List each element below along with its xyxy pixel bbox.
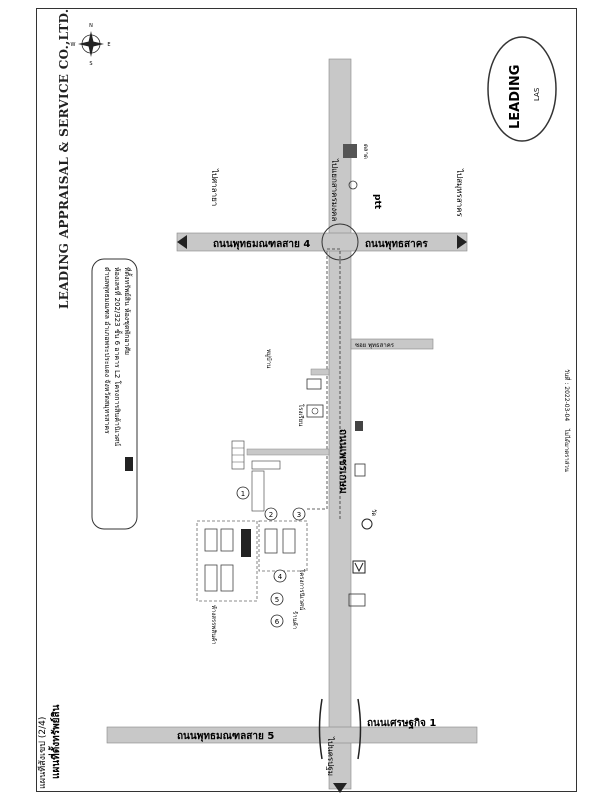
shop-icon (348, 593, 366, 607)
svg-text:ห้องเลขที่ 202/323 ชั้น 6 อาคา: ห้องเลขที่ 202/323 ชั้น 6 อาคาร L2 โครงก… (113, 267, 124, 446)
project-area (196, 520, 258, 602)
svg-text:โรงเรียน: โรงเรียน (297, 404, 305, 426)
legend-swatch (125, 457, 133, 471)
svg-text:ไปแยกสาครมงคล: ไปแยกสาครมงคล (330, 158, 339, 221)
svg-text:วัด: วัด (370, 509, 377, 516)
svg-text:ถนนพุทธมณฑลสาย 4: ถนนพุทธมณฑลสาย 4 (213, 239, 310, 250)
svg-text:ห้างสรรพสินค้า: ห้างสรรพสินค้า (210, 605, 217, 644)
svg-text:ptt: ptt (372, 194, 382, 210)
svg-text:แผนที่ตั้งทรัพย์สิน: แผนที่ตั้งทรัพย์สิน (48, 704, 62, 779)
landmark-box-2 (355, 421, 363, 431)
svg-text:2: 2 (269, 511, 273, 519)
landmark-box-1 (354, 463, 366, 477)
svg-text:ไปศาลายา: ไปศาลายา (210, 168, 219, 206)
svg-text:5: 5 (275, 596, 279, 604)
marker-4: 4 (273, 569, 287, 583)
arrow-right-upper (457, 235, 467, 249)
svg-text:ตลาด: ตลาด (362, 144, 369, 159)
map-sheet: LEADING APPRAISAL & SERVICE CO.,LTD. (36, 8, 577, 793)
soi-road (350, 338, 434, 350)
lower-cross-road (106, 726, 478, 744)
compass (78, 31, 104, 57)
marker-3: 3 (292, 507, 306, 521)
subject-property (241, 529, 251, 557)
ptt-station-icon (343, 144, 357, 158)
site-map: 1 2 3 4 5 6 (37, 23, 571, 793)
svg-text:LEADING: LEADING (508, 65, 523, 129)
svg-text:W: W (71, 42, 76, 48)
svg-text:ซอย พุทธสาคร: ซอย พุทธสาคร (355, 342, 395, 349)
svg-text:ถนนพุทธสาคร: ถนนพุทธสาคร (365, 239, 428, 250)
svg-text:LAS: LAS (533, 87, 541, 101)
svg-text:ถนนเศรษฐกิจ 1: ถนนเศรษฐกิจ 1 (367, 717, 436, 729)
svg-text:หมู่บ้าน: หมู่บ้าน (265, 349, 272, 368)
svg-text:ที่ตั้งทรัพย์สิน ห้องชุดพักอาศ: ที่ตั้งทรัพย์สิน ห้องชุดพักอาศัย (123, 267, 134, 355)
temple-icon (361, 518, 373, 530)
svg-text:4: 4 (278, 573, 283, 581)
intersection-circle (321, 223, 359, 261)
arrow-down-main (333, 783, 347, 793)
svg-text:1: 1 (241, 490, 245, 498)
svg-text:ถนนเพชรเกษม: ถนนเพชรเกษม (337, 429, 348, 494)
marker-2: 2 (264, 507, 278, 521)
svg-text:N: N (89, 23, 93, 29)
svg-text:โครงการนิเวศน์: โครงการนิเวศน์ (298, 569, 306, 610)
svg-text:S: S (89, 61, 92, 67)
marker-5: 5 (270, 592, 284, 606)
arrow-left-upper (177, 235, 187, 249)
svg-text:E: E (107, 42, 110, 48)
marker-6: 6 (270, 614, 284, 628)
svg-text:ตำบลพุทธมณฑล อำเภอพระประแดง จั: ตำบลพุทธมณฑล อำเภอพระประแดง จังหวัดสมุทร… (103, 267, 111, 434)
svg-text:ไปสมุทรสาคร: ไปสมุทรสาคร (455, 168, 464, 218)
route-line (307, 248, 340, 510)
svg-text:ไม่ได้มาตราส่วน: ไม่ได้มาตราส่วน (563, 428, 571, 472)
svg-text:ร้านค้า: ร้านค้า (291, 611, 298, 629)
svg-text:วันที่ : 2022-03-04: วันที่ : 2022-03-04 (563, 369, 571, 421)
svg-text:3: 3 (297, 511, 301, 519)
svg-text:ถนนพุทธมณฑลสาย 5: ถนนพุทธมณฑลสาย 5 (177, 731, 274, 742)
company-logo: LEADING LAS (487, 36, 557, 142)
svg-text:ไปนครปฐม: ไปนครปฐม (326, 736, 335, 776)
marker-1: 1 (236, 486, 250, 500)
svg-text:6: 6 (275, 618, 280, 626)
svg-text:แผนที่สังเขป (2/4): แผนที่สังเขป (2/4) (37, 717, 48, 789)
